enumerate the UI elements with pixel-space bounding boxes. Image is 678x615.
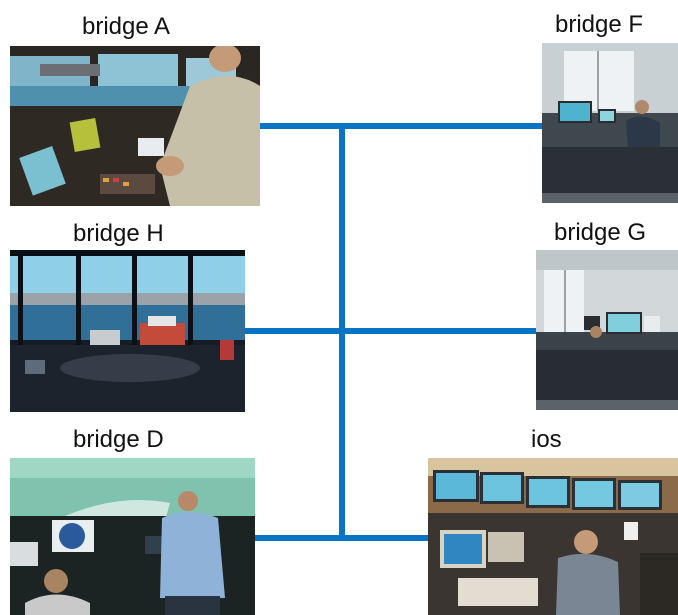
connector-bridge-d (255, 535, 345, 541)
connector-bridge-g (339, 328, 538, 334)
label-ios: ios (531, 426, 562, 453)
photo-bridge-g (536, 250, 678, 410)
photo-ios (428, 458, 678, 615)
connector-bridge-h (243, 328, 345, 334)
connector-bridge-a (258, 123, 345, 129)
photo-bridge-a (10, 46, 260, 206)
label-bridge-g: bridge G (554, 219, 647, 246)
label-bridge-h: bridge H (73, 220, 164, 247)
label-bridge-f: bridge F (555, 11, 644, 38)
photo-bridge-h (10, 250, 245, 412)
connector-ios (339, 535, 431, 541)
connector-bridge-f (339, 123, 544, 129)
photo-bridge-f (542, 43, 678, 203)
label-bridge-d: bridge D (73, 426, 164, 453)
label-bridge-a: bridge A (82, 13, 171, 40)
photo-bridge-d (10, 458, 255, 615)
